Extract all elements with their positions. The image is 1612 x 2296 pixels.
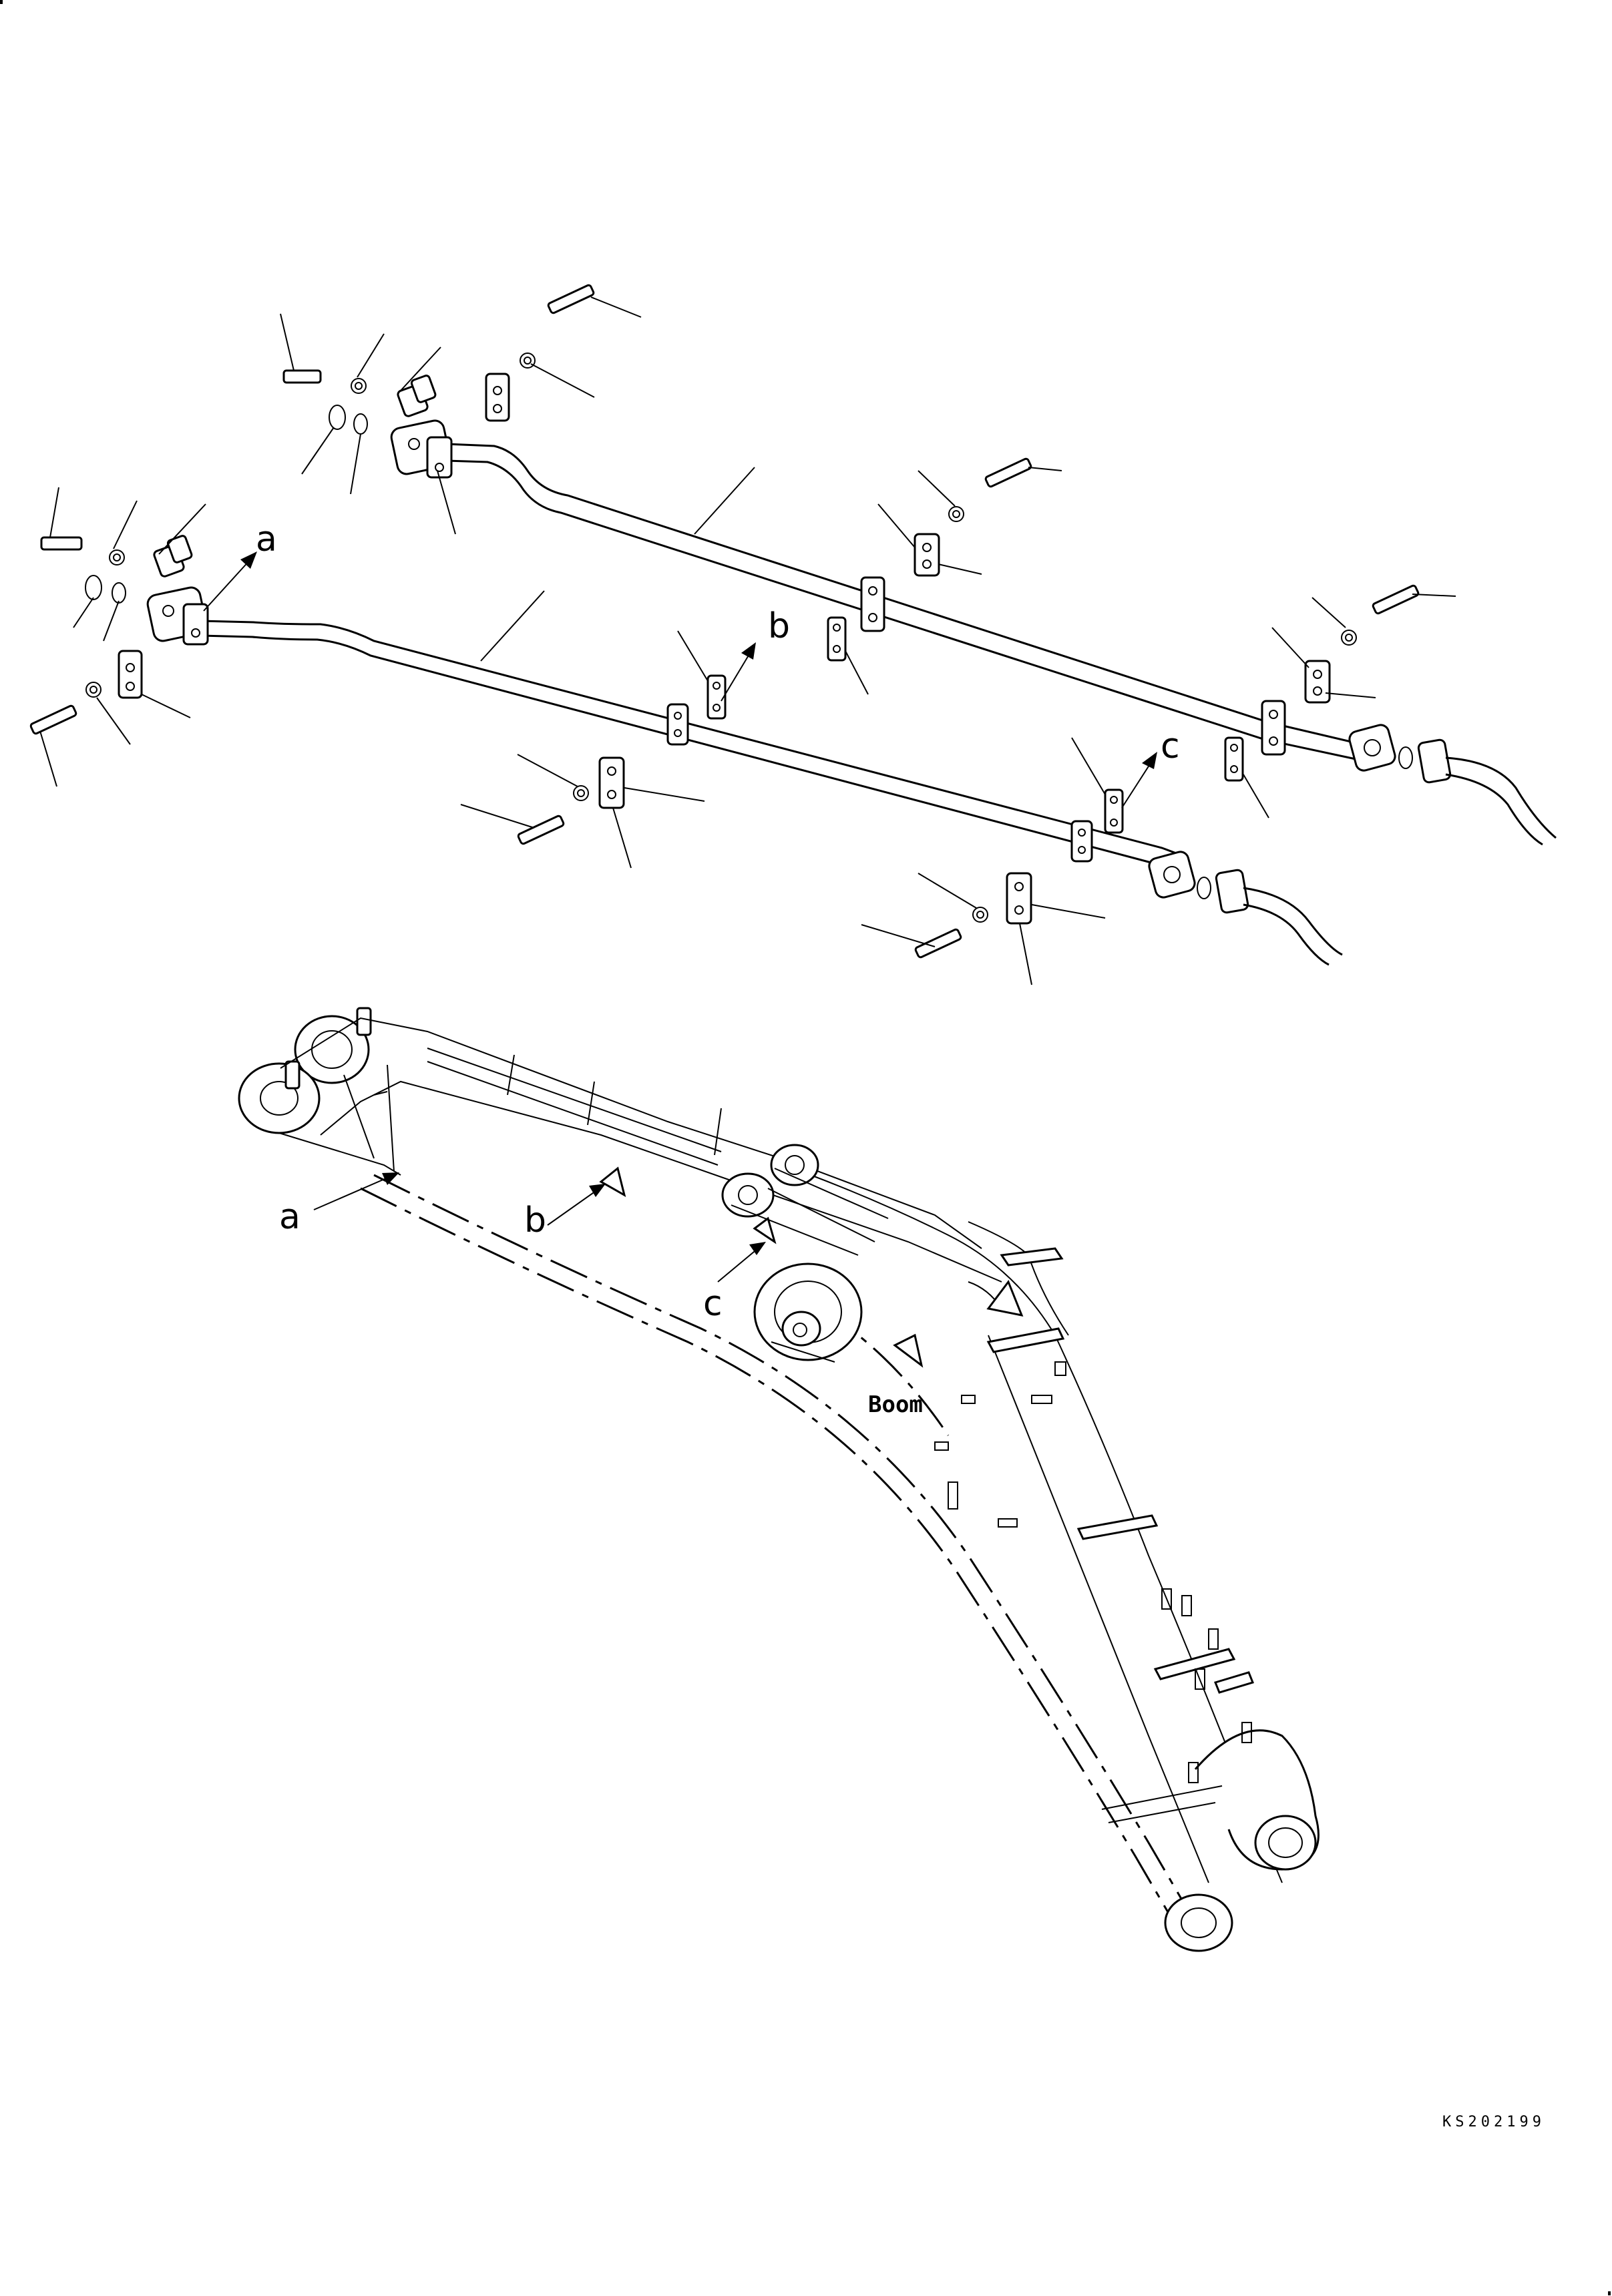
boom-label: Boom <box>868 1391 923 1418</box>
boom <box>238 1007 1320 1952</box>
reference-arrows-boom <box>313 1172 766 1283</box>
clamp-front-1 <box>118 650 143 699</box>
label-c-top: c <box>1161 726 1180 766</box>
corner-mark-top-left <box>0 0 3 4</box>
reference-arrows-top <box>203 551 1157 809</box>
upper-pipe-assembly <box>29 284 1557 985</box>
label-c-boom: c <box>703 1284 723 1324</box>
label-b-top: b <box>768 606 790 646</box>
leader-lines <box>39 296 1456 985</box>
clamp-front-3 <box>1006 788 1124 925</box>
washers <box>85 353 1357 923</box>
front-right-flange <box>1148 851 1343 966</box>
front-left-flange <box>146 586 209 646</box>
clamp-front-2 <box>598 674 727 809</box>
clamp-rear-2 <box>827 533 940 662</box>
label-a-top: a <box>256 519 277 559</box>
rear-right-flange <box>1348 724 1557 846</box>
rear-left-flange <box>390 419 453 479</box>
front-pipe <box>200 620 1189 859</box>
bolts <box>29 284 1420 959</box>
rear-pipe <box>445 443 1363 746</box>
corner-mark-bottom-right <box>1608 2291 1611 2295</box>
label-a-boom: a <box>279 1197 300 1237</box>
drawing-code: KS202199 <box>1442 2114 1545 2130</box>
label-b-boom: b <box>524 1200 546 1240</box>
clamp-rear-3 <box>1224 660 1331 782</box>
clamp-rear-1 <box>485 373 510 422</box>
